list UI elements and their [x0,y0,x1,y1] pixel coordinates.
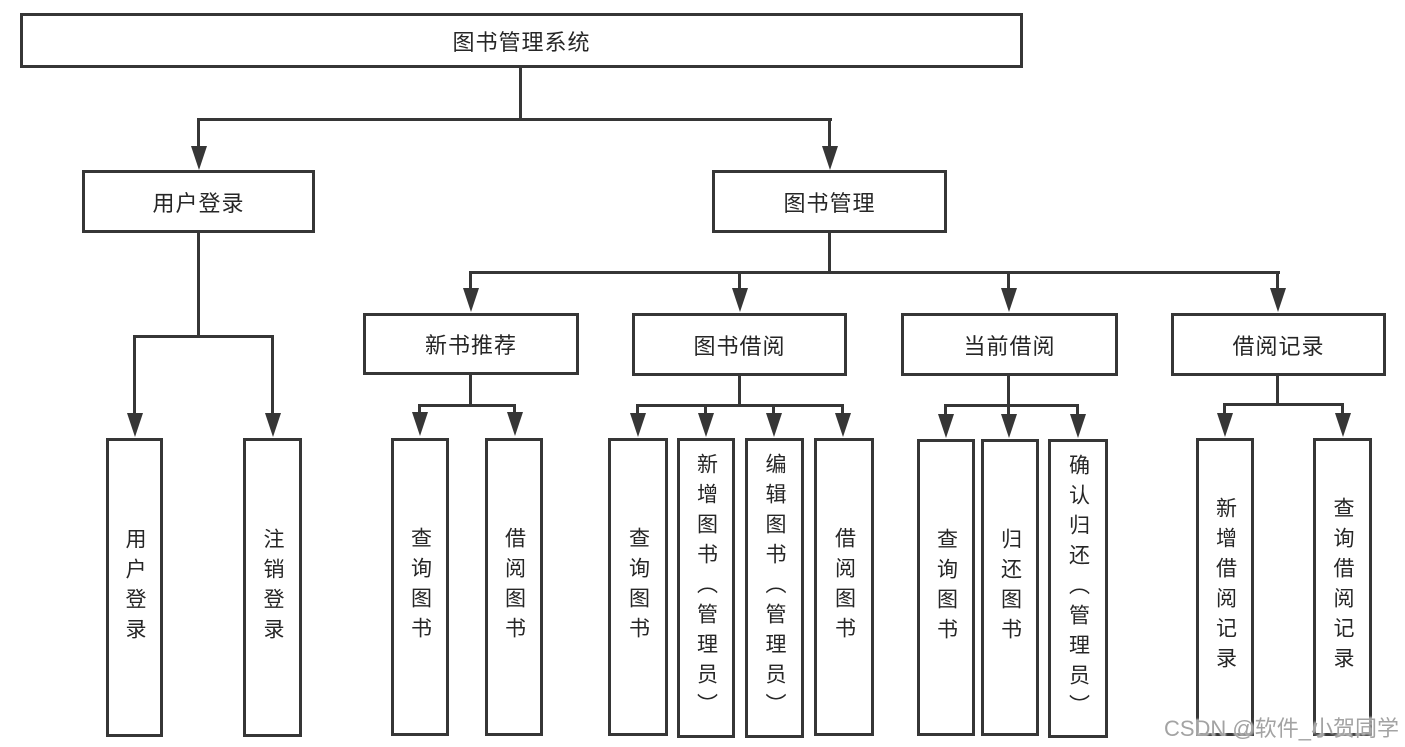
connector-line [636,407,639,416]
connector-line [1007,376,1010,404]
leaf-current-return-books: 归还图书 [981,439,1039,736]
arrowhead-icon [1000,288,1017,312]
connector-line [197,121,200,149]
connector-line [704,407,707,416]
node-label: 确认归还（管理员） [1066,453,1090,724]
leaf-current-query-books: 查询图书 [917,439,975,736]
leaf-recommend-query-books: 查询图书 [391,438,449,736]
connector-line [738,274,741,292]
leaf-recommend-borrow-books: 借阅图书 [485,438,543,736]
arrowhead-icon [264,413,281,437]
node-label: 查询图书 [934,527,958,648]
arrowhead-icon [190,146,207,170]
connector-line [738,376,741,404]
connector-line [469,274,472,292]
leaf-borrow-add-books-admin: 新增图书（管理员） [677,438,735,738]
connector-line [133,335,274,338]
node-label: 借阅记录 [1232,333,1325,359]
arrowhead-icon [765,413,782,437]
node-label: 图书管理 [783,190,876,216]
node-user-login: 用户登录 [82,170,315,233]
csdn-watermark: CSDN @软件_小贺同学 [1163,716,1399,741]
arrowhead-icon [126,413,143,437]
connector-line [197,233,200,335]
leaf-borrow-edit-books-admin: 编辑图书（管理员） [745,438,804,738]
connector-line [133,338,136,416]
node-label: 新书推荐 [424,333,517,358]
connector-line [469,375,472,404]
arrowhead-icon [411,412,428,436]
node-label: 图书管理系统 [452,29,591,55]
connector-line [418,407,421,416]
node-label: 新增图书（管理员） [694,453,718,723]
leaf-borrow-borrow-books: 借阅图书 [814,438,874,736]
arrowhead-icon [834,413,851,437]
arrowhead-icon [697,413,714,437]
arrowhead-icon [1334,413,1351,437]
node-label: 归还图书 [998,527,1022,648]
arrowhead-icon [1000,414,1017,438]
leaf-current-confirm-return-admin: 确认归还（管理员） [1048,439,1108,738]
node-label: 注销登录 [261,527,284,648]
node-label: 用户登录 [152,190,245,216]
connector-line [197,118,832,121]
connector-line [944,407,947,417]
connector-line [1007,274,1010,292]
node-label: 新增借阅记录 [1213,497,1237,677]
leaf-user-login: 用户登录 [106,438,163,737]
node-label: 编辑图书（管理员） [763,453,786,723]
leaf-logout: 注销登录 [243,438,302,737]
connector-line [1223,406,1226,415]
connector-line [1276,376,1279,403]
arrowhead-icon [731,288,748,312]
node-label: 借阅图书 [832,527,856,647]
leaf-borrow-query-books: 查询图书 [608,438,668,736]
connector-line [1007,407,1010,417]
arrowhead-icon [506,412,523,436]
connector-line [1076,407,1079,417]
connector-line [828,233,831,271]
connector-line [271,338,274,416]
arrowhead-icon [1216,413,1233,437]
connector-line [944,404,1079,407]
node-label: 查询图书 [408,527,432,647]
connector-line [1341,406,1344,415]
connector-line [519,68,522,121]
node-label: 查询借阅记录 [1331,497,1354,677]
connector-line [636,404,844,407]
connector-line [1223,403,1344,406]
leaf-record-query-borrow-record: 查询借阅记录 [1313,438,1372,736]
node-label: 查询图书 [626,527,650,647]
node-label: 当前借阅 [963,333,1056,359]
node-label: 图书借阅 [693,333,786,359]
node-new-book-recommend: 新书推荐 [363,313,579,375]
node-book-management: 图书管理 [712,170,947,233]
connector-line [418,404,516,407]
arrowhead-icon [629,413,646,437]
connector-line [1276,274,1279,292]
leaf-record-add-borrow-record: 新增借阅记录 [1196,438,1254,736]
connector-line [841,407,844,416]
arrowhead-icon [1269,288,1286,312]
connector-line [469,271,1280,274]
node-borrow-record: 借阅记录 [1171,313,1386,376]
connector-line [828,121,831,149]
node-label: 借阅图书 [502,527,526,647]
connector-line [513,407,516,416]
arrowhead-icon [462,288,479,312]
arrowhead-icon [1069,414,1086,438]
arrowhead-icon [821,146,838,170]
connector-line [772,407,775,416]
node-current-borrow: 当前借阅 [901,313,1118,376]
arrowhead-icon [937,414,954,438]
node-book-borrow: 图书借阅 [632,313,847,376]
node-label: 用户登录 [123,527,146,648]
node-library-management-system: 图书管理系统 [20,13,1023,68]
